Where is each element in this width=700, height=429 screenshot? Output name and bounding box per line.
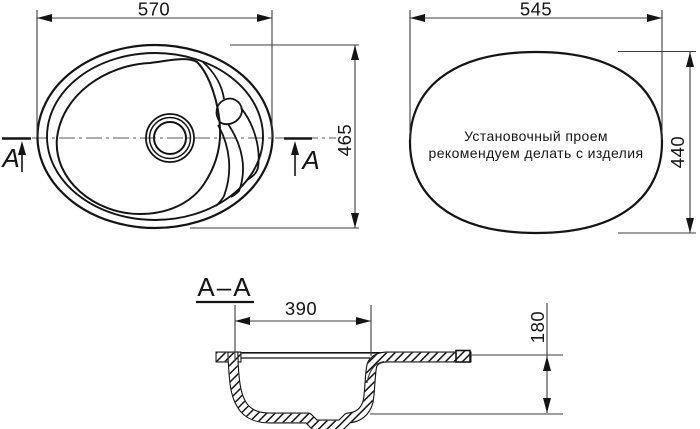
drain-inner-ring <box>153 121 187 155</box>
groove-arc-1 <box>215 124 231 207</box>
arrowhead-up <box>351 45 359 60</box>
dim-440-label: 440 <box>667 136 688 168</box>
view-direction-arrow-left <box>18 141 26 155</box>
arrowhead-down <box>543 398 551 413</box>
dim-390: 390 <box>234 298 372 361</box>
arrowhead-down <box>686 218 694 233</box>
section-marker-left: A <box>0 137 31 173</box>
cutout-note-line1: Установочный проем <box>464 128 608 144</box>
cutout-note-line2: рекомендуем делать с изделия <box>429 145 644 161</box>
dim-545-label: 545 <box>520 0 552 20</box>
groove-upper-arc <box>202 61 225 100</box>
section-aa-view: A–A 390 <box>196 272 563 429</box>
arrowhead-down <box>351 213 359 228</box>
installation-cutout-view: Установочный проем рекомендуем делать с … <box>408 0 696 235</box>
arrowhead-left <box>235 317 250 325</box>
dim-465-label: 465 <box>334 124 355 156</box>
dim-570: 570 <box>36 0 273 138</box>
sink-top-view <box>5 43 336 230</box>
view-direction-arrow-right <box>291 141 299 155</box>
dim-390-label: 390 <box>285 298 317 319</box>
section-letter-left: A <box>0 143 19 173</box>
drainboard-end-lip <box>455 349 471 363</box>
arrowhead-left <box>37 14 52 22</box>
wing-drainage-grooves <box>202 61 260 207</box>
drain-middle-ring <box>148 116 192 160</box>
groove-arc-2 <box>227 123 244 198</box>
section-letter-right: A <box>300 145 319 175</box>
dim-570-label: 570 <box>138 0 170 20</box>
dim-180: 180 <box>370 303 563 415</box>
drain-outer-ring <box>145 113 195 163</box>
drain-hole <box>145 113 195 163</box>
dim-545: 545 <box>409 0 663 140</box>
bowl-fillet-line <box>366 360 385 384</box>
arrowhead-right <box>647 14 662 22</box>
arrowhead-up <box>686 52 694 67</box>
bowl-section-wall <box>227 349 472 429</box>
section-marker-right: A <box>284 137 320 176</box>
arrowhead-left <box>410 14 425 22</box>
arrowhead-right <box>257 14 272 22</box>
wall-hatch <box>228 352 471 429</box>
dim-465: 465 <box>190 44 359 229</box>
sink-inner-rim <box>46 52 264 221</box>
section-title: A–A <box>197 272 252 302</box>
dim-440: 440 <box>618 50 696 234</box>
top-view-dimensions: 570 465 A A <box>0 0 359 229</box>
cutout-outline <box>408 50 664 235</box>
arrowhead-up <box>543 356 551 371</box>
bowl-outline <box>55 58 222 216</box>
dim-180-label: 180 <box>527 311 548 343</box>
groove-arc-3 <box>240 107 260 181</box>
arrowhead-right <box>356 317 371 325</box>
